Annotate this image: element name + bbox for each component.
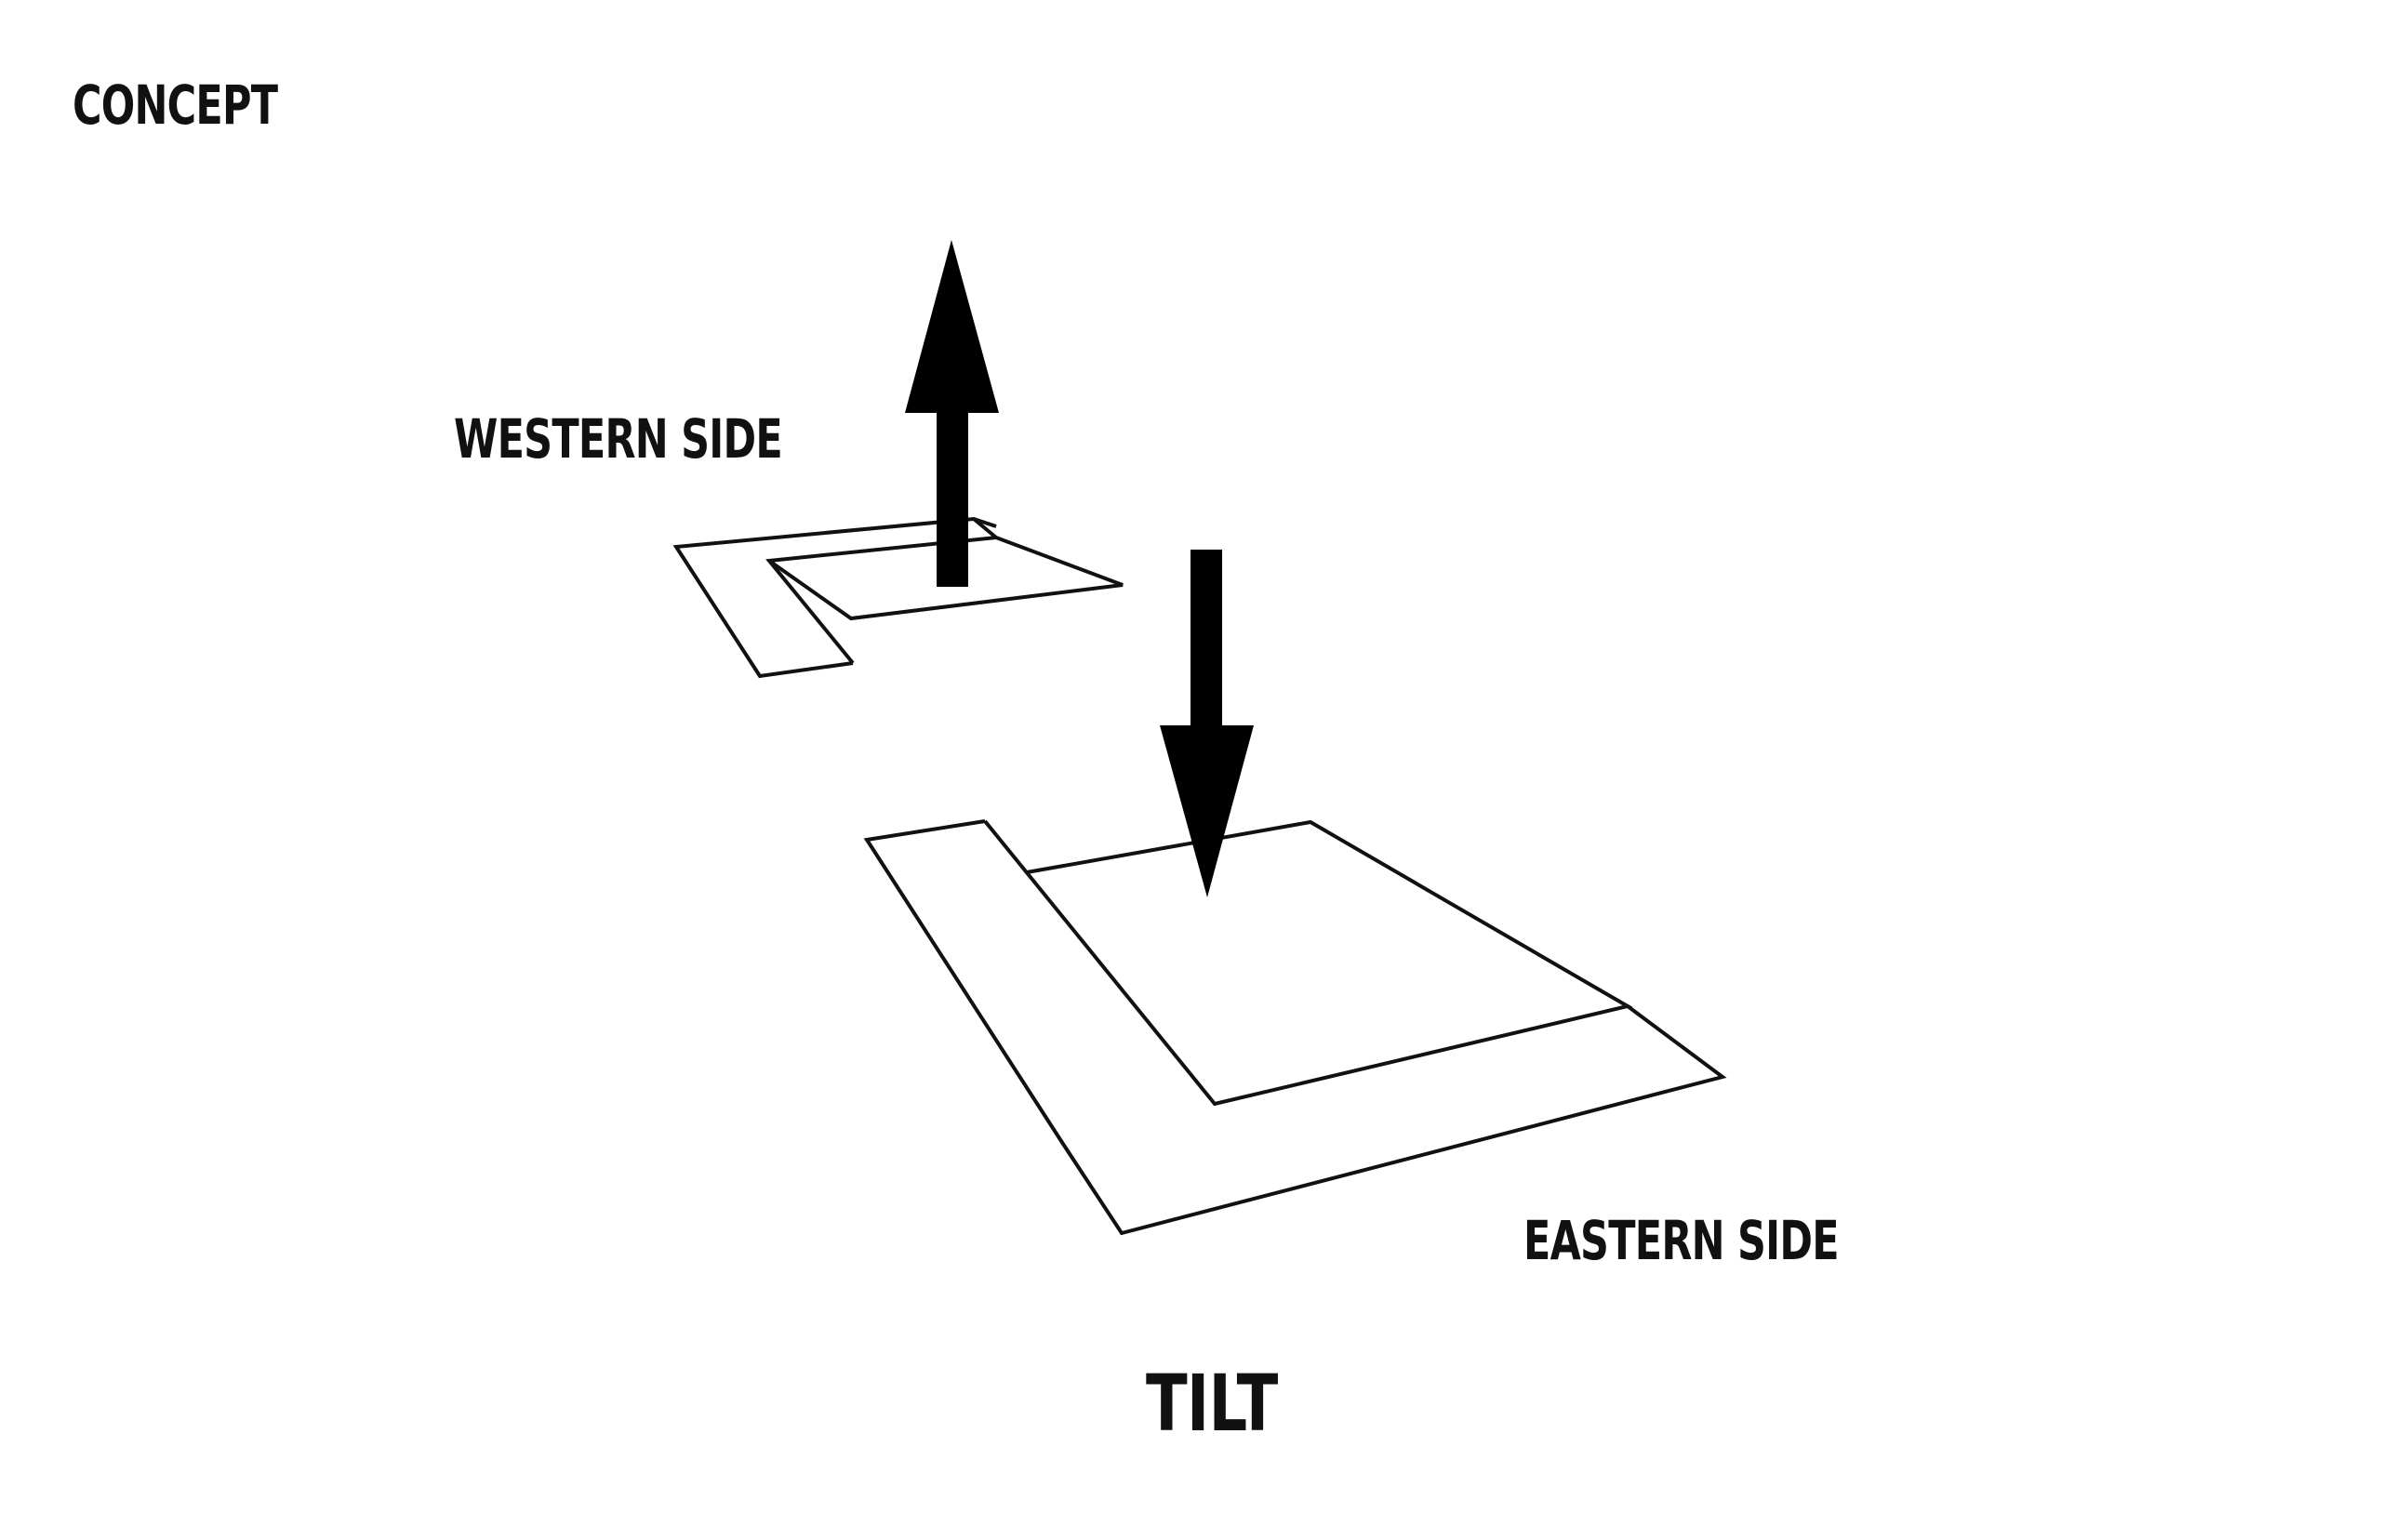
western-slab — [672, 516, 1124, 679]
up-arrow-shaft — [937, 407, 968, 587]
eastern-slab — [863, 819, 1727, 1236]
down-arrow-shaft — [1190, 550, 1222, 731]
down-arrow — [1160, 550, 1254, 897]
western-side-label: WESTERN SIDE — [454, 409, 782, 471]
down-arrow-head — [1160, 725, 1254, 897]
eastern-slab-inner-fold — [983, 819, 1633, 1107]
western-slab-inner-fold — [765, 535, 1124, 665]
tilt-caption: TILT — [1146, 1358, 1278, 1449]
eastern-slab-outer-edge — [863, 819, 1727, 1236]
eastern-side-label: EASTERN SIDE — [1523, 1211, 1839, 1273]
concept-heading: CONCEPT — [73, 75, 278, 138]
western-slab-corner — [972, 517, 998, 539]
western-slab-outer-edge — [672, 516, 997, 679]
up-arrow — [905, 240, 999, 587]
up-arrow-head — [905, 240, 999, 413]
